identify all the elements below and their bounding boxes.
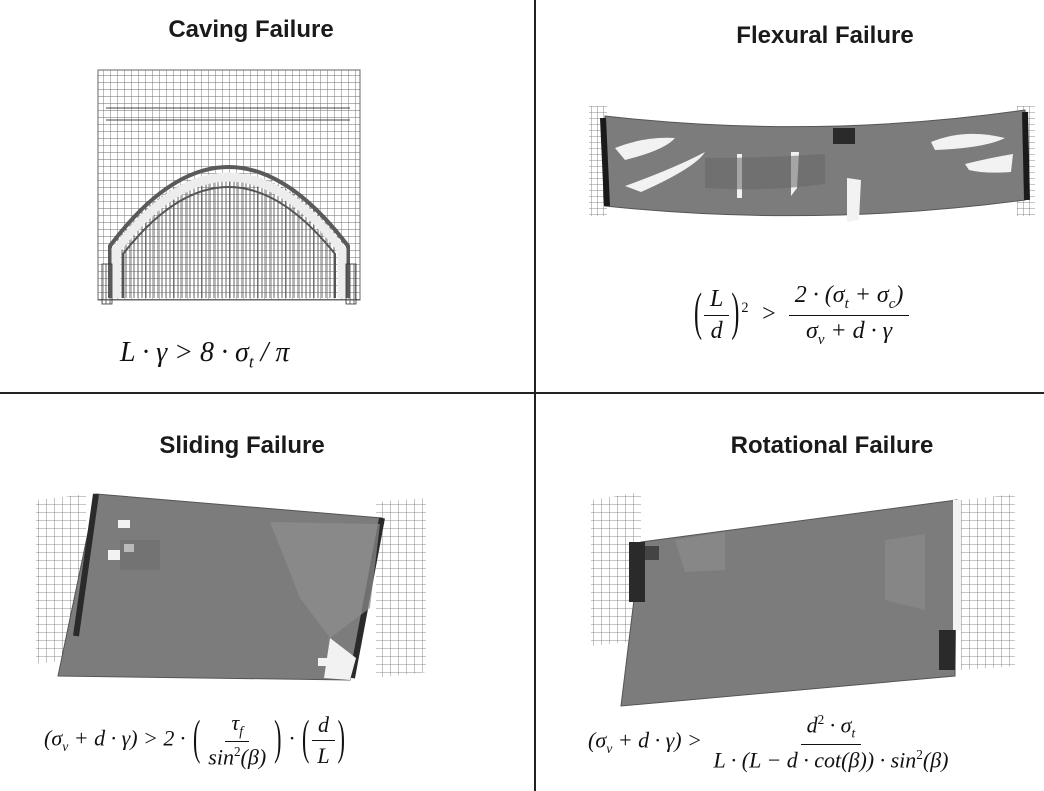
flexural-title: Flexural Failure	[736, 22, 914, 49]
caving-mesh-image	[97, 69, 361, 305]
caving-formula: L · γ > 8 · σt / π	[120, 337, 290, 372]
rotational-title: Rotational Failure	[730, 432, 934, 459]
flexural-beam-image	[589, 106, 1035, 222]
sliding-block-image	[36, 493, 426, 681]
sliding-title: Sliding Failure	[159, 432, 325, 459]
vertical-divider	[534, 0, 536, 791]
caving-title: Caving Failure	[168, 16, 334, 43]
rotational-block-image	[591, 492, 1015, 707]
horizontal-divider	[0, 392, 1044, 394]
